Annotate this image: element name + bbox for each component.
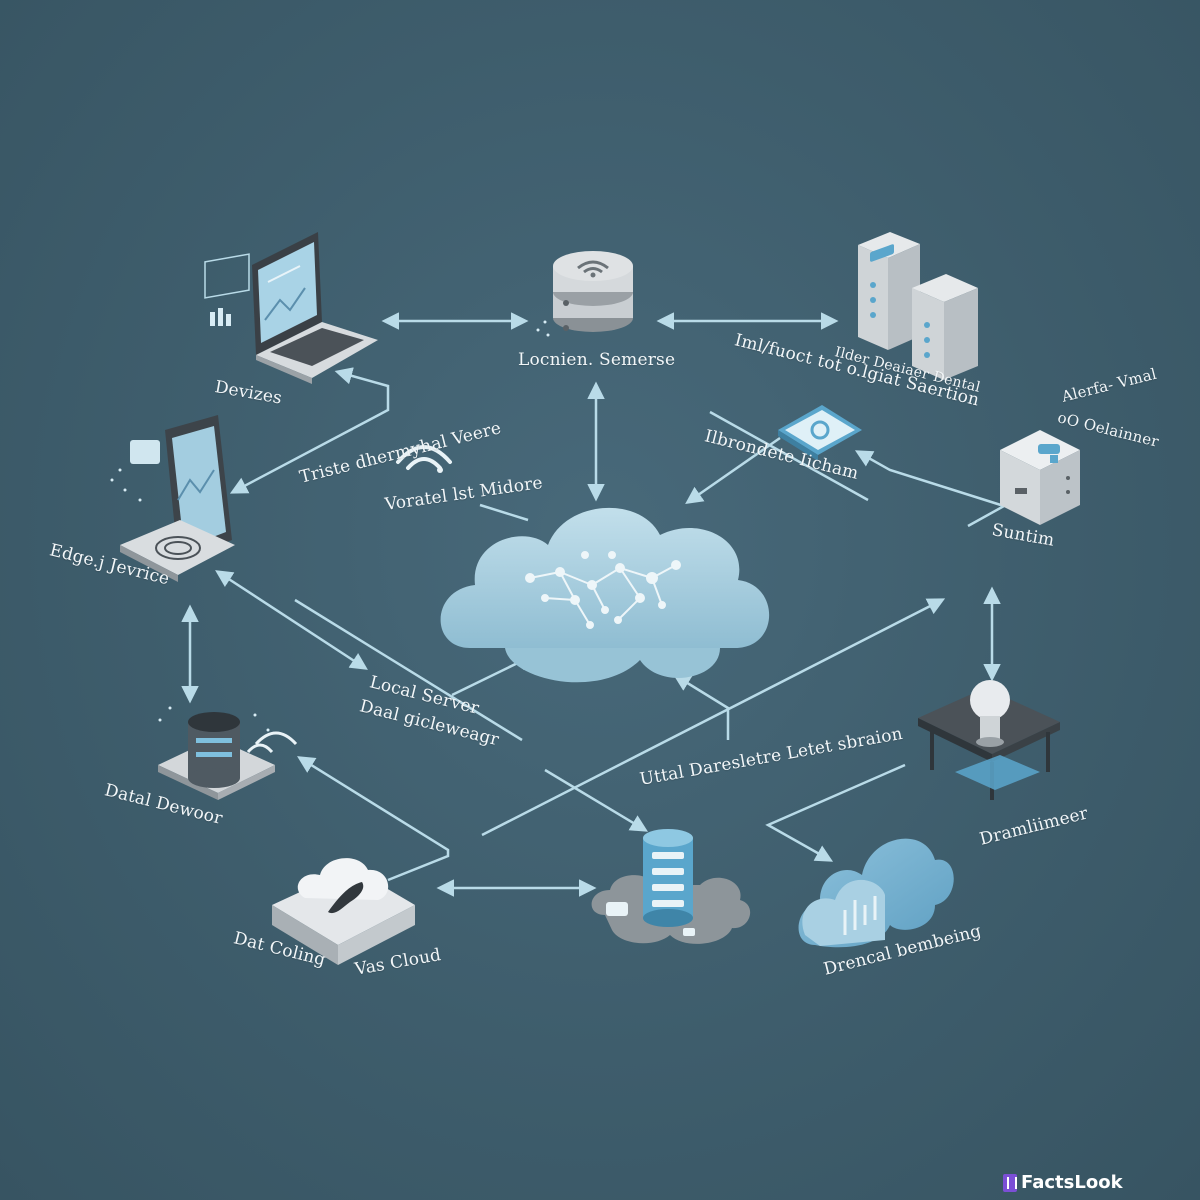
central-cloud <box>440 507 770 683</box>
arrow-tablet-laptop <box>229 367 390 494</box>
arrow-edge-cloud-mid <box>294 598 523 742</box>
server-stack-icon <box>536 251 633 337</box>
gateway-cube-icon <box>1000 430 1080 525</box>
edge-servers-icon <box>858 232 978 380</box>
storage-node-icon <box>158 706 298 800</box>
arrow-cloud-impl <box>709 410 869 502</box>
brand-name: FactsLook <box>1021 1172 1123 1193</box>
label-local-servers: Locnien. Semerse <box>518 350 676 370</box>
arrow-cloud-right-lamp <box>481 598 946 837</box>
cloud-database-icon <box>591 829 751 944</box>
tablet-icon <box>110 415 235 582</box>
cloud-pad-icon <box>272 858 415 965</box>
brand-logo: FactsLook <box>1003 1172 1123 1193</box>
arrow-edge-local-server <box>215 570 368 670</box>
connectors <box>181 312 1008 897</box>
arrow-utital-cloud <box>673 674 730 740</box>
cloud-analytics-icon <box>798 838 954 948</box>
wifi-icon <box>396 445 452 473</box>
laptop-icon <box>204 232 378 384</box>
touch-panel-icon <box>778 405 862 461</box>
arrow-cloud-database <box>544 768 649 832</box>
brand-mark-icon <box>1003 1173 1017 1192</box>
smart-lamp-table-icon <box>918 680 1060 800</box>
arrow-lamp-cloud2 <box>765 763 906 862</box>
neural-network-icon <box>525 551 681 629</box>
arrow-cloud-left-upper <box>479 503 529 522</box>
arrow-suntim-pad <box>854 450 1008 528</box>
arrow-to-cloud-right <box>685 436 781 504</box>
arrow-dewoor-pad <box>297 756 450 882</box>
